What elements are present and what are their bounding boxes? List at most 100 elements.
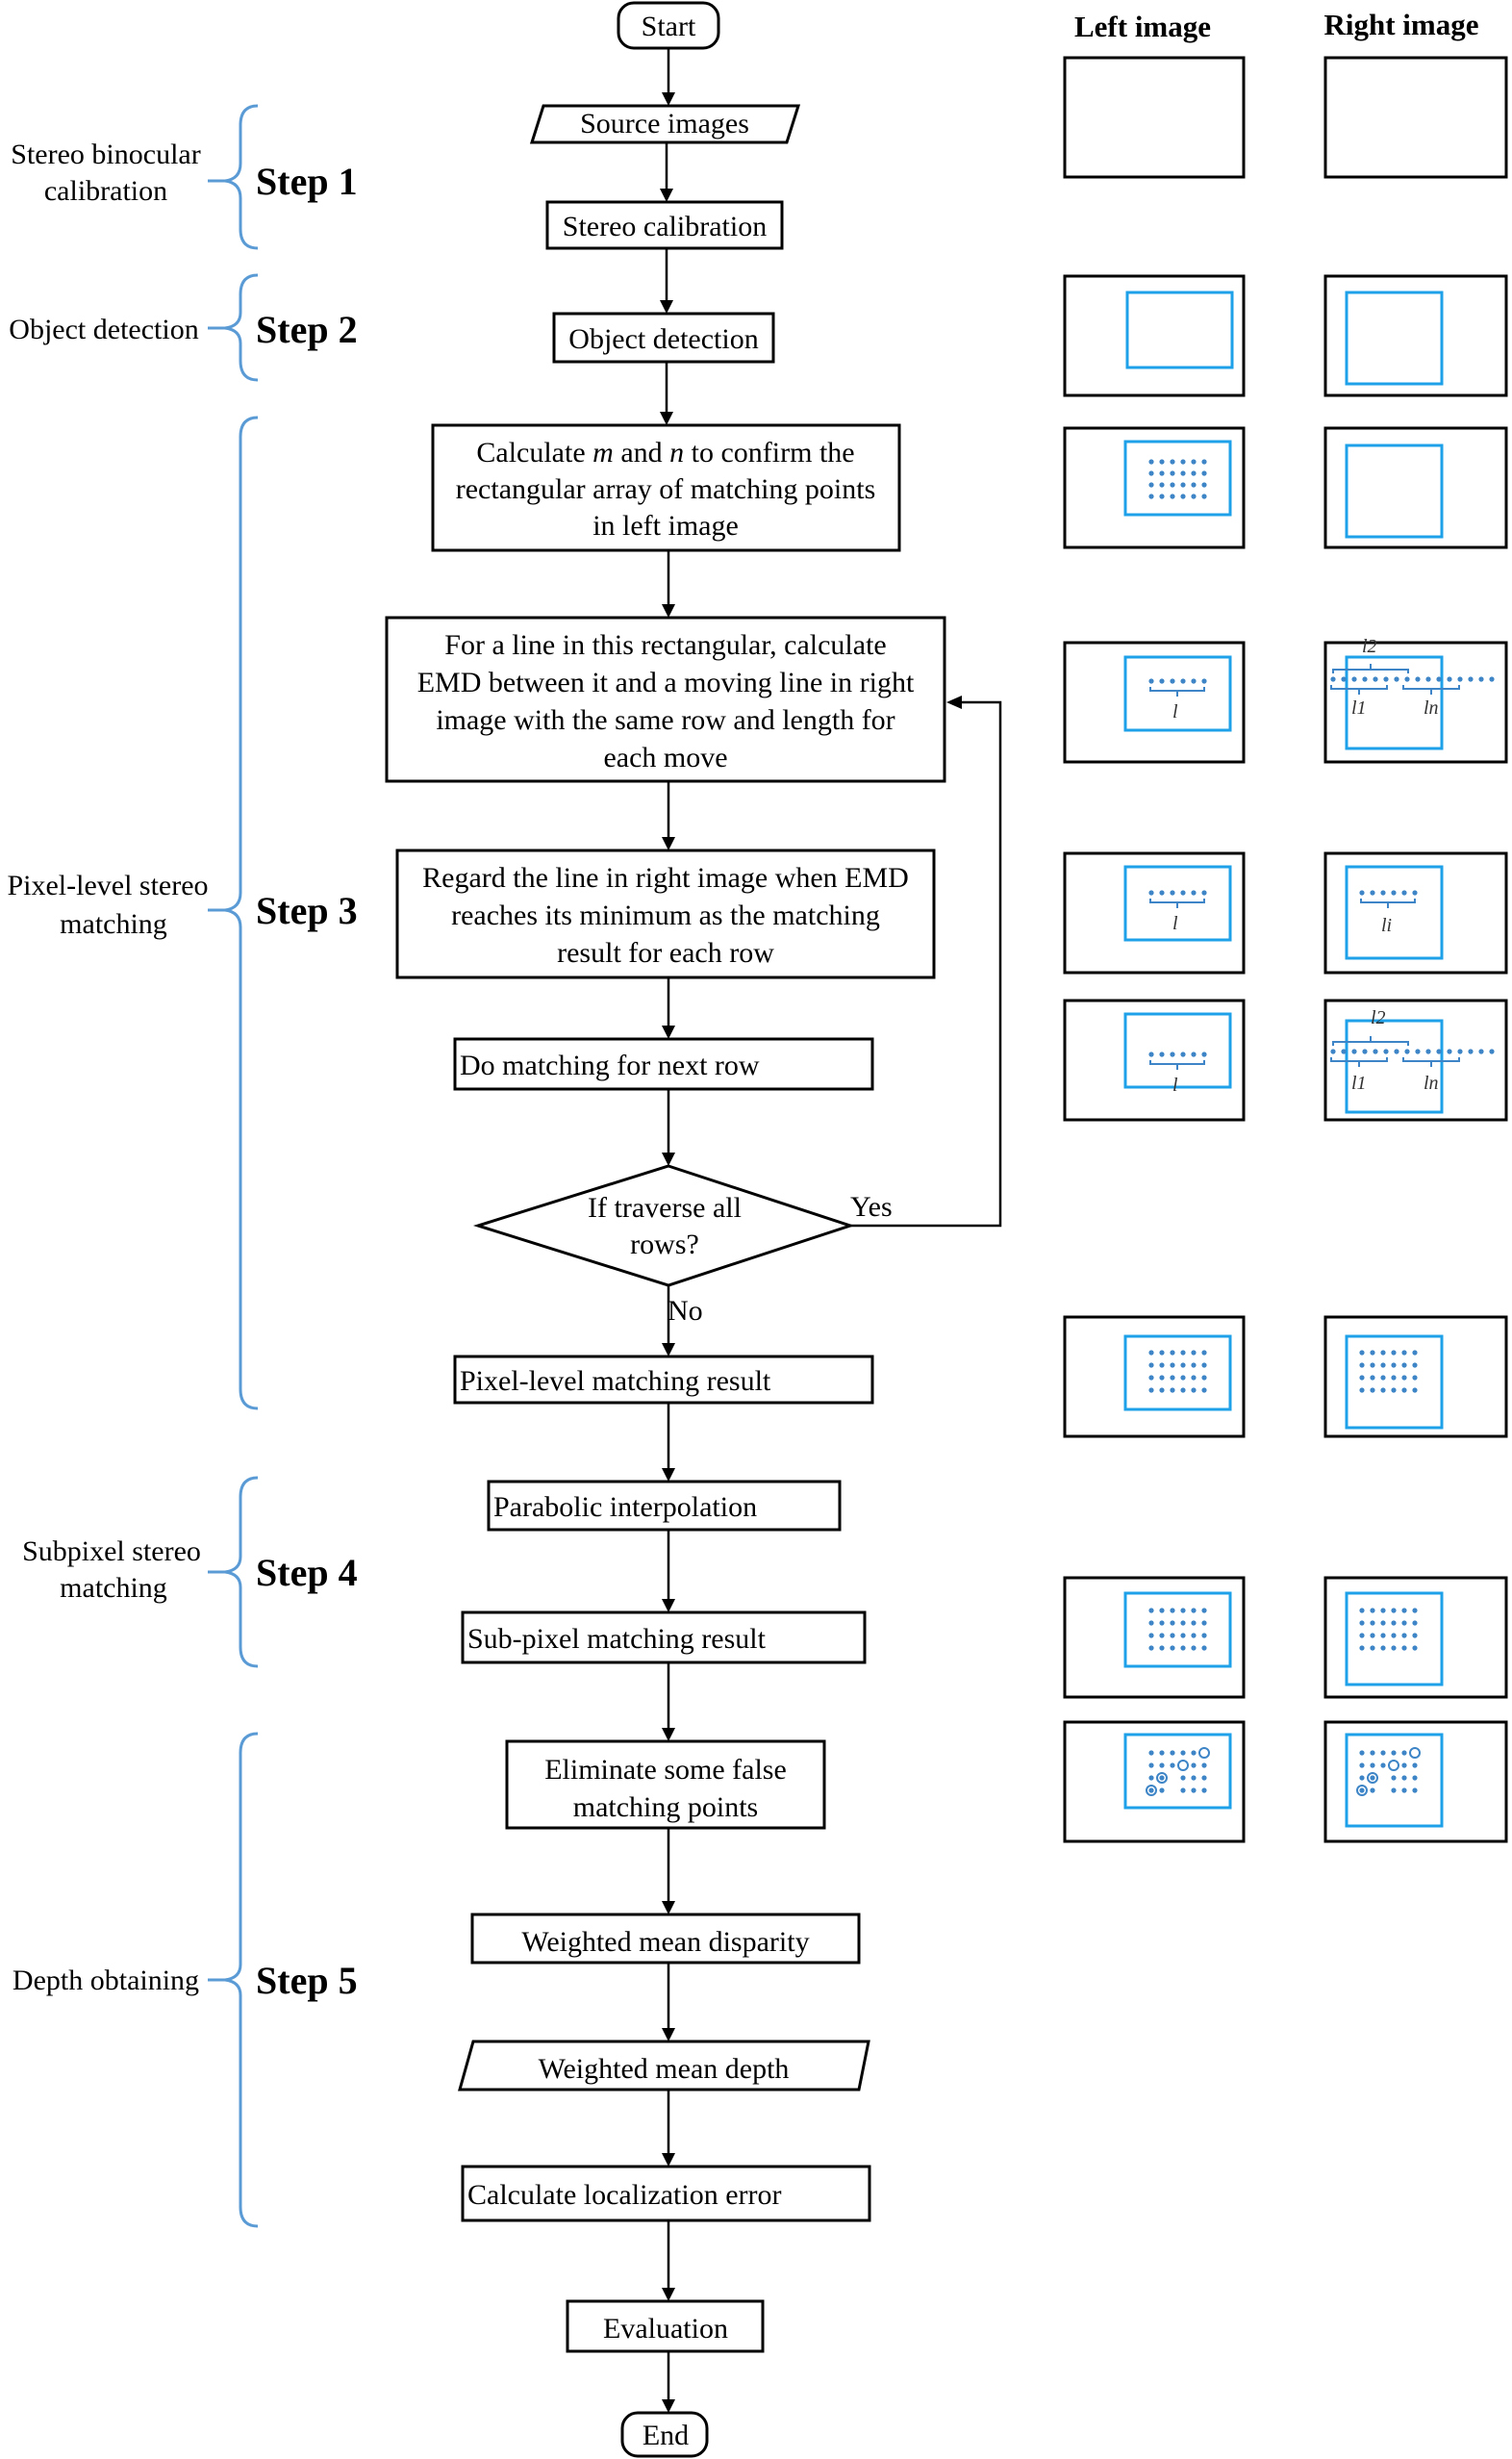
thumb-right-array [1323, 426, 1508, 549]
thumb-right-min-roi [1345, 865, 1444, 960]
emd-line-node: For a line in this rectangular, calculat… [385, 616, 946, 783]
thumb-right-min-dots [1359, 890, 1418, 896]
end-terminal [620, 2411, 709, 2458]
matching-point [1170, 1750, 1175, 1756]
matching-point [1180, 1387, 1186, 1393]
arrowhead [660, 300, 673, 314]
matching-point [1401, 1762, 1407, 1768]
matching-point [1401, 1362, 1407, 1368]
parabolic-node: Parabolic interpolation [487, 1480, 842, 1532]
matching-point [1170, 1762, 1175, 1768]
matching-point [1170, 1608, 1175, 1613]
matching-point [1351, 676, 1357, 682]
thumb-right-emd-bracket-n [1402, 685, 1460, 695]
emd-line-2: EMD between it and a moving line in righ… [417, 667, 915, 698]
matching-point [1391, 890, 1397, 896]
thumb-row-6: l l1 l2 ln [1063, 999, 1508, 1122]
matching-point [1415, 676, 1421, 682]
thumb-left-min [1063, 851, 1246, 975]
matching-point [1380, 1375, 1386, 1381]
thumb-left-pixel-dots [1148, 1350, 1207, 1393]
thumb-right-eliminate [1323, 1720, 1508, 1843]
matching-point [1351, 1049, 1357, 1054]
thumb-left-emd-roi [1123, 655, 1232, 732]
matching-point [1394, 1049, 1399, 1054]
outlier-ring [1198, 1747, 1210, 1759]
matching-point [1170, 1645, 1175, 1651]
matching-point [1159, 482, 1165, 488]
arrowhead [662, 2399, 675, 2413]
step-4-group: Step 4 Subpixel stereo matching [22, 1476, 358, 1668]
thumb-left-array [1063, 426, 1246, 549]
decision-line2: rows? [630, 1229, 699, 1260]
matching-point [1359, 1620, 1365, 1626]
step-5-label: Step 5 [256, 1959, 358, 2002]
thumb-right-detection-roi [1345, 291, 1444, 386]
matching-point [1478, 1049, 1484, 1054]
weighted-depth-text: Weighted mean depth [539, 2053, 790, 2085]
thumb-row-4: l l1 l2 ln [1063, 636, 1508, 764]
matching-point [1170, 1620, 1175, 1626]
stereo-calibration-text: Stereo calibration [563, 211, 767, 242]
matching-point [1180, 1620, 1186, 1626]
thumb-left-subpixel-roi [1123, 1591, 1232, 1668]
thumb-left-min-bracket [1149, 899, 1205, 908]
matching-point [1370, 1387, 1375, 1393]
arrowhead [662, 1468, 675, 1482]
parabolic-box [487, 1480, 842, 1532]
matching-point [1201, 1387, 1207, 1393]
matching-point [1391, 1608, 1397, 1613]
pixel-result-box [453, 1355, 874, 1405]
matching-point [1401, 1633, 1407, 1638]
matching-point [1148, 482, 1154, 488]
matching-point [1191, 1620, 1197, 1626]
step-5-brace [224, 1732, 259, 2228]
regard-line-2: reaches its minimum as the matching [451, 900, 880, 931]
matching-point [1391, 1787, 1397, 1793]
matching-point [1380, 890, 1386, 896]
matching-point [1436, 676, 1442, 682]
matching-point [1159, 890, 1165, 896]
end-node: End [620, 2411, 709, 2458]
thumb-left-next-l: l [1172, 1075, 1178, 1096]
matching-point [1401, 1608, 1407, 1613]
matching-point [1489, 1049, 1495, 1054]
matching-point [1425, 1049, 1431, 1054]
matching-point [1191, 1762, 1197, 1768]
matching-point [1191, 1375, 1197, 1381]
matching-point [1159, 1775, 1165, 1781]
pixel-result-node: Pixel-level matching result [453, 1355, 874, 1405]
matching-point [1201, 1633, 1207, 1638]
calc-mn-post: to confirm the [684, 437, 854, 469]
matching-point [1468, 1049, 1474, 1054]
matching-point [1170, 1633, 1175, 1638]
arrowhead [662, 2288, 675, 2301]
matching-point [1180, 459, 1186, 465]
thumb-right-source [1323, 56, 1508, 179]
object-detection-node: Object detection [552, 312, 775, 364]
step-2-label: Step 2 [256, 308, 358, 351]
source-images-text: Source images [580, 108, 749, 139]
matching-point [1391, 1375, 1397, 1381]
matching-point [1370, 1362, 1375, 1368]
matching-point [1383, 676, 1389, 682]
step-1-desc-line2: calibration [44, 175, 167, 207]
arrowhead [662, 837, 675, 850]
matching-point [1415, 1049, 1421, 1054]
matching-point [1373, 1049, 1378, 1054]
matching-point [1391, 1750, 1397, 1756]
outlier-ring [1388, 1760, 1399, 1771]
thumb-row-5: l li [1063, 851, 1508, 975]
step-5-group: Step 5 Depth obtaining [13, 1732, 358, 2228]
flow-connectors [660, 48, 1002, 2413]
thumb-right-next-l1: l1 [1351, 1073, 1367, 1094]
localization-error-node: Calculate localization error [461, 2165, 871, 2222]
matching-point [1148, 890, 1154, 896]
arrowhead [662, 1599, 675, 1612]
matching-point [1148, 1787, 1154, 1793]
matching-point [1180, 482, 1186, 488]
eliminate-line1: Eliminate some false [544, 1754, 787, 1786]
calc-mn-node: Calculate m and n to confirm the rectang… [431, 423, 901, 552]
matching-point [1201, 1645, 1207, 1651]
matching-point [1201, 1762, 1207, 1768]
